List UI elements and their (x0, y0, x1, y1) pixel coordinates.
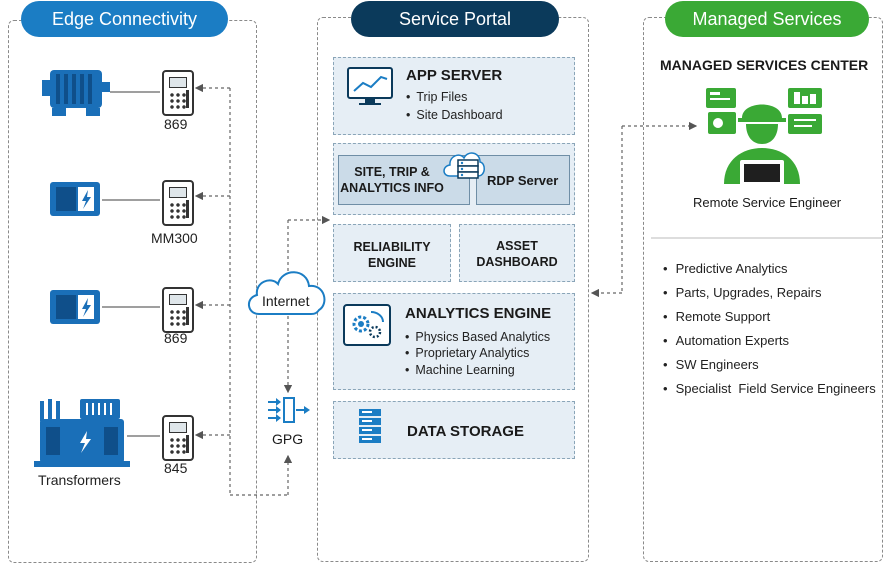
reliability-line2: ENGINE (368, 256, 416, 270)
rdp-server-label: RDP Server (487, 173, 559, 188)
service-item: Remote Support (663, 309, 771, 324)
managed-services-center-title: MANAGED SERVICES CENTER (660, 57, 869, 73)
relay-icon (162, 180, 194, 226)
edge-connectivity-header: Edge Connectivity (21, 1, 228, 37)
gpg-label: GPG (272, 431, 304, 447)
remote-service-engineer-label: Remote Service Engineer (693, 195, 842, 210)
site-info-title-line2: ANALYTICS INFO (340, 181, 444, 195)
reliability-engine-box (333, 224, 451, 282)
site-info-title: SITE, TRIP & ANALYTICS INFO (340, 164, 444, 196)
site-info-title-line1: SITE, TRIP & (354, 165, 430, 179)
drive-icon (50, 290, 102, 326)
reliability-engine-title: RELIABILITY ENGINE (333, 239, 451, 271)
engineer-icon (702, 84, 828, 190)
relay-label-mm300: MM300 (151, 230, 198, 246)
relay-icon (162, 287, 194, 333)
analytics-item: Proprietary Analytics (405, 346, 529, 360)
service-portal-header: Service Portal (351, 1, 559, 37)
relay-label-845: 845 (164, 460, 188, 476)
transformers-label: Transformers (38, 472, 121, 488)
transformer-icon (32, 397, 130, 469)
asset-line2: DASHBOARD (476, 255, 558, 269)
site-info-inner (338, 155, 470, 205)
server-cloud-icon (442, 148, 486, 182)
asset-dashboard-box (459, 224, 575, 282)
rdp-inner (476, 155, 570, 205)
app-server-item: Site Dashboard (406, 108, 502, 122)
database-icon (357, 408, 385, 448)
relay-icon (162, 415, 194, 461)
service-item: Parts, Upgrades, Repairs (663, 285, 822, 300)
analytics-item: Physics Based Analytics (405, 330, 550, 344)
internet-label: Internet (262, 293, 310, 309)
asset-line1: ASSET (496, 239, 538, 253)
drive-icon (50, 182, 102, 218)
gateway-icon (266, 396, 312, 426)
app-server-title: APP SERVER (406, 67, 503, 84)
relay-label-869: 869 (164, 330, 188, 346)
cloud-icon (245, 264, 329, 318)
analytics-engine-title: ANALYTICS ENGINE (405, 305, 552, 322)
service-item: Automation Experts (663, 333, 789, 348)
service-item: Specialist Field Service Engineers (663, 381, 876, 396)
service-item: Predictive Analytics (663, 261, 788, 276)
reliability-line1: RELIABILITY (353, 240, 431, 254)
asset-dashboard-title: ASSET DASHBOARD (459, 238, 575, 270)
relay-icon (162, 70, 194, 116)
relay-label-869: 869 (164, 116, 188, 132)
motor-icon (40, 66, 112, 118)
service-item: SW Engineers (663, 357, 759, 372)
data-storage-title: DATA STORAGE (407, 423, 524, 440)
app-server-item: Trip Files (406, 90, 467, 104)
managed-services-header: Managed Services (665, 1, 869, 37)
analytics-gear-icon (343, 304, 391, 346)
analytics-item: Machine Learning (405, 363, 514, 377)
monitor-chart-icon (347, 67, 395, 107)
